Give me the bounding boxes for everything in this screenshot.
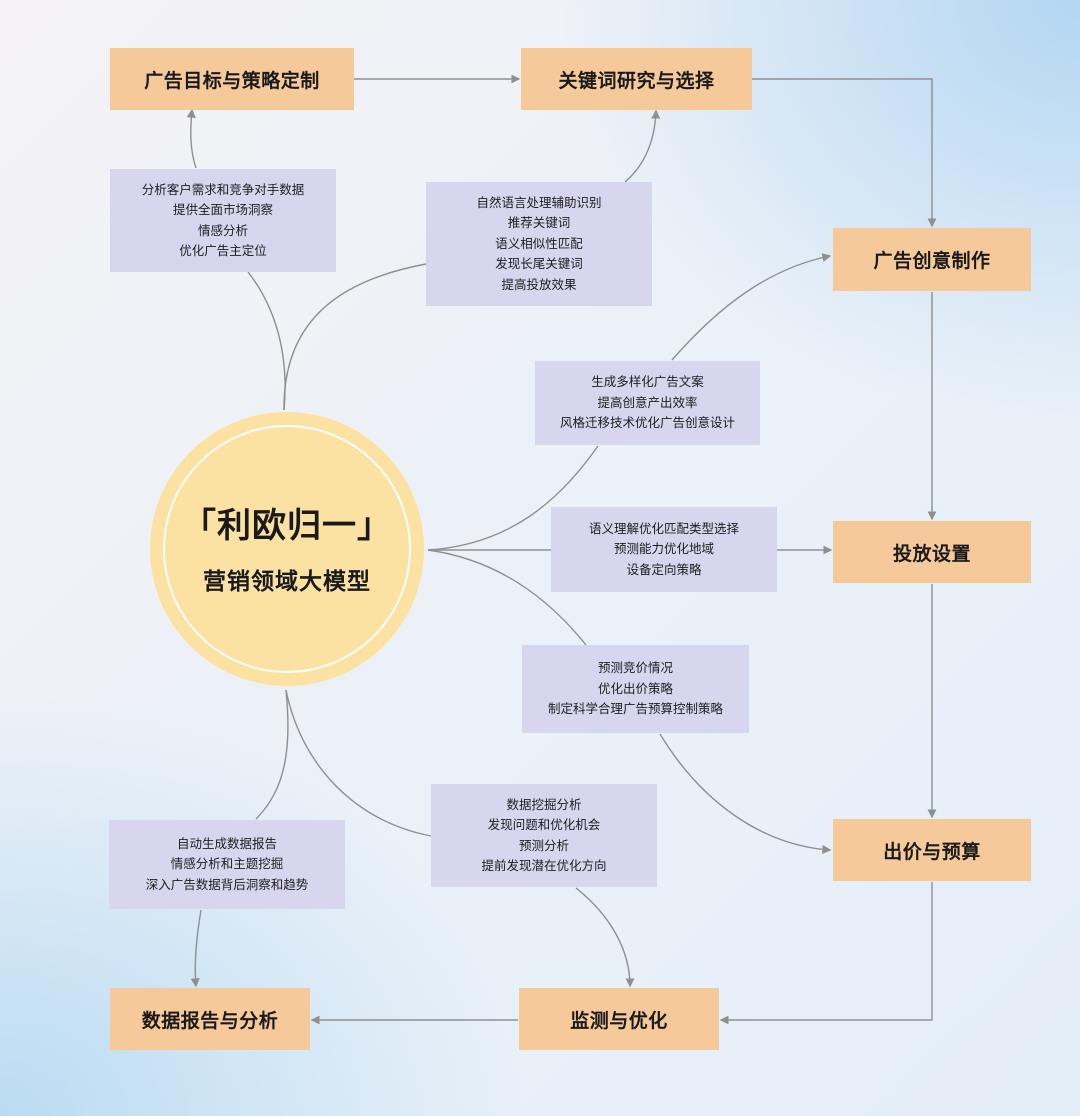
note-goal-line: 情感分析 bbox=[197, 222, 248, 238]
note-keyword-line: 语义相似性匹配 bbox=[495, 235, 583, 251]
note-creative-line: 提高创意产出效率 bbox=[597, 394, 698, 410]
branch-goal-note-to-goal bbox=[186, 108, 197, 169]
branch-bidding-note-to-bidding bbox=[659, 733, 832, 854]
note-monitor-line: 数据挖掘分析 bbox=[506, 796, 582, 812]
branch-hub-to-keyword-note bbox=[283, 263, 427, 411]
branch-hub-to-goal-note bbox=[247, 271, 286, 411]
note-goal-line: 提供全面市场洞察 bbox=[172, 202, 273, 217]
note-keyword-line: 提高投放效果 bbox=[501, 276, 577, 292]
note-keyword-line: 自然语言处理辅助识别 bbox=[476, 194, 602, 210]
note-goal-line: 分析客户需求和竞争对手数据 bbox=[141, 181, 305, 197]
note-monitor: 数据挖掘分析 发现问题和优化机会 预测分析 提前发现潜在优化方向 bbox=[431, 784, 657, 887]
note-bidding-line: 预测竞价情况 bbox=[597, 660, 673, 676]
note-placement-line: 设备定向策略 bbox=[626, 561, 702, 577]
note-monitor-line: 预测分析 bbox=[518, 837, 569, 853]
note-goal-line: 优化广告主定位 bbox=[179, 243, 267, 258]
note-creative-line: 风格迁移技术优化广告创意设计 bbox=[559, 415, 735, 431]
branch-keyword-note-to-keyword bbox=[624, 109, 661, 183]
note-report-line: 深入广告数据背后洞察和趋势 bbox=[145, 876, 309, 892]
hub-circle: 「利欧归一」 营销领域大模型 bbox=[150, 412, 424, 686]
flow-keyword-to-creative bbox=[752, 78, 937, 228]
branch-hub-to-report-note bbox=[255, 689, 289, 820]
note-placement-line: 预测能力优化地域 bbox=[613, 541, 714, 557]
hub-title: 「利欧归一」 bbox=[182, 506, 392, 546]
note-keyword-line: 发现长尾关键词 bbox=[495, 256, 583, 272]
note-creative: 生成多样化广告文案 提高创意产出效率 风格迁移技术优化广告创意设计 bbox=[535, 361, 760, 445]
step-report: 数据报告与分析 bbox=[110, 988, 310, 1050]
hub-ring bbox=[163, 425, 411, 673]
step-goal: 广告目标与策略定制 bbox=[110, 48, 354, 110]
step-monitor: 监测与优化 bbox=[519, 988, 719, 1050]
note-report-line: 自动生成数据报告 bbox=[176, 835, 277, 851]
branch-report-note-to-report bbox=[190, 909, 202, 988]
note-bidding-line: 制定科学合理广告预算控制策略 bbox=[547, 701, 723, 717]
step-creative: 广告创意制作 bbox=[833, 228, 1031, 291]
note-report-line: 情感分析和主题挖掘 bbox=[170, 856, 284, 872]
note-keyword-line: 推荐关键词 bbox=[507, 215, 571, 231]
step-placement: 投放设置 bbox=[833, 521, 1031, 583]
note-monitor-line: 发现问题和优化机会 bbox=[487, 817, 601, 832]
branch-monitor-note-to-monitor bbox=[575, 887, 635, 988]
note-creative-line: 生成多样化广告文案 bbox=[591, 374, 704, 390]
note-goal: 分析客户需求和竞争对手数据 提供全面市场洞察 情感分析 优化广告主定位 bbox=[110, 169, 336, 272]
hub-subtitle: 营销领域大模型 bbox=[203, 569, 371, 595]
step-bidding: 出价与预算 bbox=[833, 819, 1031, 881]
branch-creative-note-to-creative bbox=[671, 253, 832, 361]
note-bidding-line: 优化出价策略 bbox=[597, 680, 673, 696]
note-placement-line: 语义理解优化匹配类型选择 bbox=[588, 520, 739, 536]
flow-bidding-to-monitor bbox=[719, 882, 933, 1025]
step-keyword: 关键词研究与选择 bbox=[521, 48, 752, 110]
note-keyword: 自然语言处理辅助识别 推荐关键词 语义相似性匹配 发现长尾关键词 提高投放效果 bbox=[426, 182, 652, 306]
note-placement: 语义理解优化匹配类型选择 预测能力优化地域 设备定向策略 bbox=[551, 507, 777, 592]
note-bidding: 预测竞价情况 优化出价策略 制定科学合理广告预算控制策略 bbox=[522, 645, 749, 733]
note-monitor-line: 提前发现潜在优化方向 bbox=[481, 858, 607, 873]
note-report: 自动生成数据报告 情感分析和主题挖掘 深入广告数据背后洞察和趋势 bbox=[109, 820, 345, 909]
branch-hub-to-monitor-note bbox=[285, 689, 432, 837]
